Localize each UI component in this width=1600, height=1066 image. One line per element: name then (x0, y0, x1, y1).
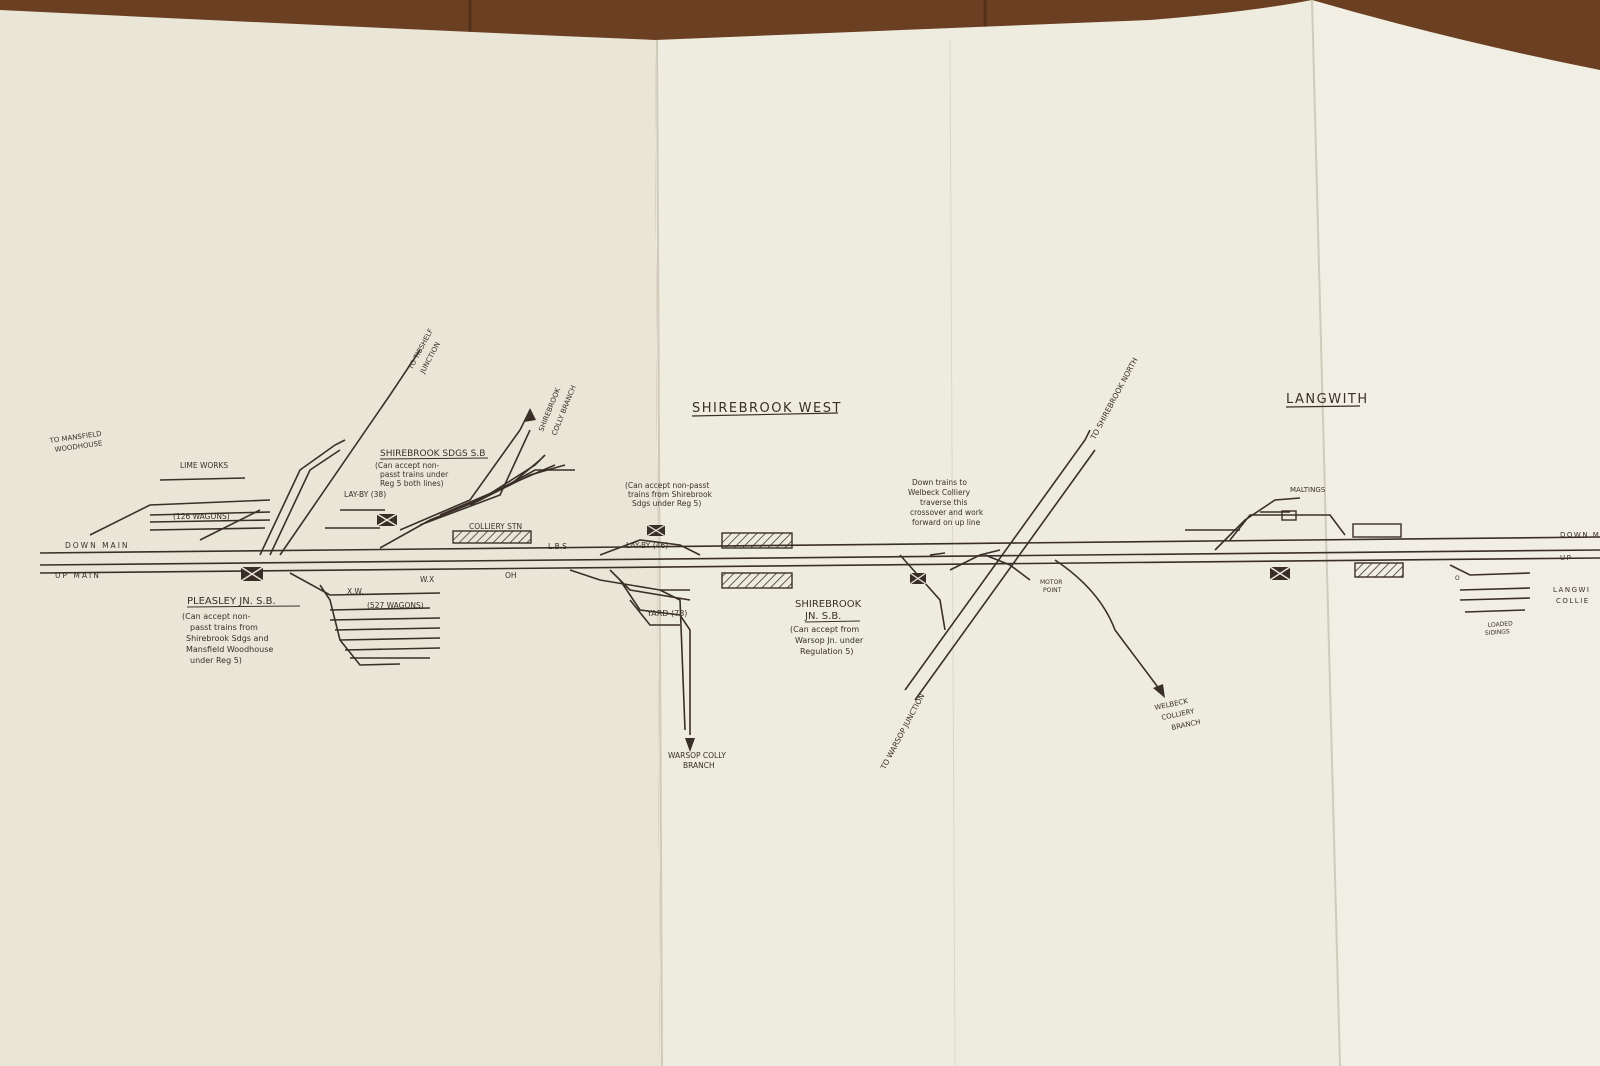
up-main-line (39, 549, 1600, 566)
can-accept-note-1: (Can accept non-passt (625, 481, 709, 490)
shirebrook-jn-signal-box-icon (909, 572, 927, 585)
line-to-shirebrook-north (904, 429, 1091, 691)
down-main-line (39, 536, 1600, 554)
pleasley-note-1: (Can accept non- (182, 612, 251, 621)
up-right-label: UP (1560, 554, 1572, 562)
can-accept-note-2: trains from Shirebrook (628, 490, 713, 499)
can-accept-note-3: Sdgs under Reg 5) (632, 499, 701, 508)
warsop-colly-label-2: BRANCH (683, 761, 715, 770)
paper-edge (1311, 0, 1341, 1066)
langwith-up-platform (1354, 562, 1404, 578)
warsop-colly-label-1: WARSOP COLLY (668, 751, 726, 760)
jn-note-2: Warsop Jn. under (795, 636, 864, 645)
paper-right (1312, 0, 1600, 1066)
paper-crease (949, 39, 956, 1066)
arrow-warsop-colly (685, 738, 695, 752)
maltings-label: MALTINGS (1290, 486, 1326, 494)
lime-works-label: LIME WORKS (180, 461, 228, 470)
wagons-527-label: (527 WAGONS) (367, 601, 424, 610)
down-trains-note-3: traverse this (920, 498, 967, 507)
loaded-sidings-label-1: LOADED (1488, 620, 1514, 629)
shirebrook-west-signal-box-icon (646, 524, 666, 537)
lbs-label: L.B.S (548, 542, 567, 551)
langwith-colliery-label-2: COLLIE (1556, 597, 1590, 605)
jn-note-1: (Can accept from (790, 625, 859, 634)
paper-left (0, 10, 660, 1066)
oh-label: OH (505, 571, 517, 580)
down-trains-note-5: forward on up line (912, 518, 981, 527)
down-main-label: DOWN MAIN (65, 541, 130, 550)
paper-middle (655, 0, 1340, 1066)
langwith-signal-box-icon (1269, 566, 1291, 581)
langwith-down-platform (1352, 523, 1402, 538)
arrow-colliery-branch (524, 408, 536, 422)
shirebrook-sdgs-signal-box-icon (376, 513, 398, 527)
down-main-right-label: DOWN M (1560, 531, 1600, 539)
loaded-sidings-label-2: SIDINGS (1485, 628, 1511, 637)
shirebrook-west-up-platform (721, 572, 793, 589)
pleasley-sb-label: PLEASLEY JN. S.B. (187, 596, 276, 607)
lay-by-46-label: LAY-BY (46) (626, 541, 668, 550)
paper-fold (656, 39, 663, 1066)
jn-note-3: Regulation 5) (800, 647, 853, 656)
colliery-stn-platform (452, 530, 532, 544)
diagram-title: SHIREBROOK WEST (692, 401, 842, 416)
pleasley-note-5: under Reg 5) (190, 656, 242, 665)
pleasley-note-4: Mansfield Woodhouse (186, 645, 273, 654)
langwith-title: LANGWITH (1286, 392, 1369, 407)
xw-label: X.W. (347, 587, 363, 596)
signal-boxes (240, 513, 1291, 585)
down-trains-note-1: Down trains to (912, 478, 967, 487)
motor-point-label-2: POINT (1043, 587, 1062, 594)
pleasley-note-2: passt trains from (190, 623, 258, 632)
wagons-126-label: (126 WAGONS) (173, 512, 230, 521)
arrow-welbeck (1153, 684, 1165, 698)
up-main-label: UP MAIN (55, 571, 101, 580)
shirebrook-sdgs-sb-label: SHIREBROOK SDGS S.B (380, 449, 485, 459)
sdgs-note-2: passt trains under (380, 470, 449, 479)
lay-by-38-label: LAY-BY (38) (344, 490, 386, 499)
shirebrook-west-down-platform (721, 532, 793, 549)
colliery-stn-label: COLLIERY STN (469, 522, 522, 531)
arrow-heads (524, 408, 1165, 752)
up-main-line-outer (39, 557, 1600, 574)
wx-label: W.X (420, 575, 434, 584)
down-trains-note-4: crossover and work (910, 508, 984, 517)
pleasley-signal-box-icon (240, 566, 264, 582)
platforms (452, 510, 1404, 589)
shirebrook-jn-sb-label-1: SHIREBROOK (795, 599, 862, 610)
down-trains-note-2: Welbeck Colliery (908, 488, 971, 497)
small-mark-label: O (1455, 575, 1460, 582)
motor-point-label-1: MOTOR (1040, 579, 1062, 586)
track-lines (39, 349, 1600, 735)
sdgs-note-1: (Can accept non- (375, 461, 440, 470)
shirebrook-jn-sb-label-2: JN. S.B. (804, 611, 841, 622)
yard-78-label: YARD (78) (646, 609, 687, 618)
maltings-building (1281, 510, 1297, 521)
sdgs-note-3: Reg 5 both lines) (380, 479, 444, 488)
pleasley-note-3: Shirebrook Sdgs and (186, 634, 269, 643)
langwith-colliery-label-1: LANGWI (1553, 586, 1591, 594)
